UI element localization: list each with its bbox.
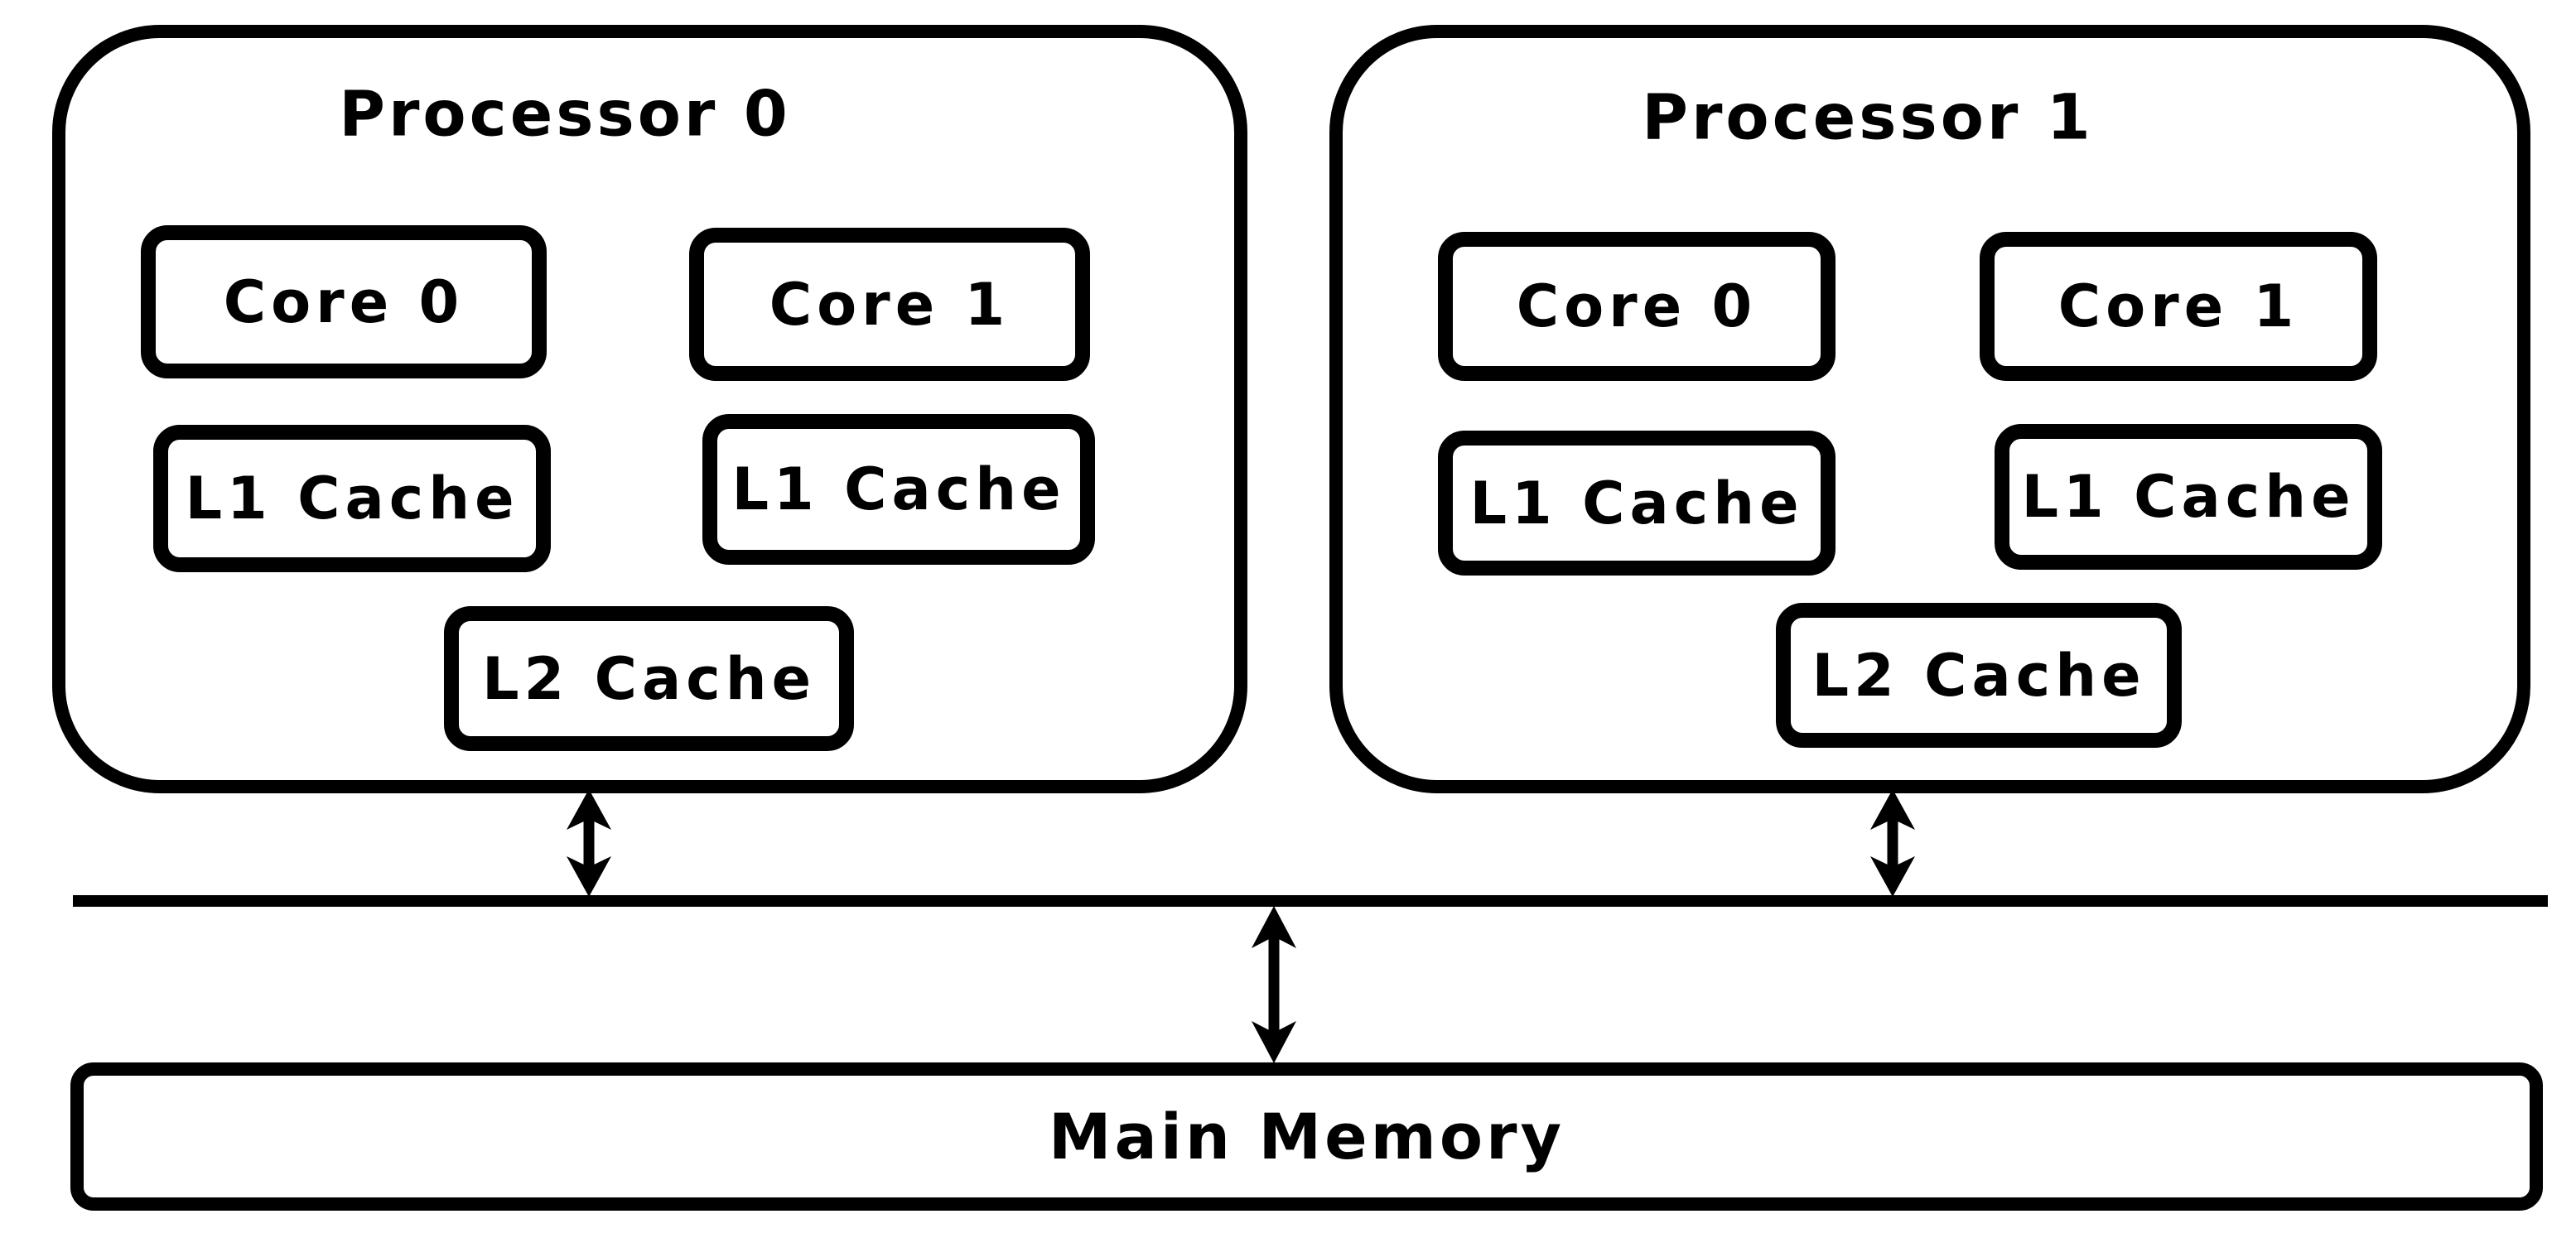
processor-1-core-1-box: Core 1: [1980, 232, 2377, 381]
l1-cache-label: L1 Cache: [1469, 469, 1804, 537]
processor-0-core-1-box: Core 1: [689, 228, 1090, 381]
processor-1-l1-cache-1-box: L1 Cache: [1995, 424, 2382, 570]
l1-cache-label: L1 Cache: [185, 465, 519, 532]
processor-0-l2-cache-box: L2 Cache: [444, 606, 854, 751]
processor-1-l1-cache-0-box: L1 Cache: [1438, 431, 1836, 576]
system-bus-line: [73, 895, 2548, 907]
core-0-label: Core 0: [1516, 272, 1758, 340]
processor-1-box: Processor 1 Core 0 Core 1 L1 Cache L1 Ca…: [1329, 25, 2530, 793]
l2-cache-label: L2 Cache: [1811, 641, 2146, 710]
bidirectional-arrow-icon: [1870, 789, 1915, 897]
core-1-label: Core 1: [769, 270, 1011, 339]
bidirectional-arrow-icon: [1252, 906, 1296, 1063]
core-1-label: Core 1: [2057, 272, 2299, 340]
main-memory-label: Main Memory: [1048, 1100, 1565, 1173]
processor-1-l2-cache-box: L2 Cache: [1776, 603, 2182, 748]
processor-1-title: Processor 1: [1642, 79, 2094, 154]
processor-0-l1-cache-0-box: L1 Cache: [153, 425, 551, 572]
processor-0-title: Processor 0: [339, 76, 791, 151]
bidirectional-arrow-icon: [567, 789, 611, 897]
l1-cache-label: L1 Cache: [2021, 463, 2356, 531]
processor-1-core-0-box: Core 0: [1438, 232, 1836, 381]
l1-cache-label: L1 Cache: [731, 455, 1066, 523]
processor-0-core-0-box: Core 0: [141, 225, 547, 378]
processor-0-l1-cache-1-box: L1 Cache: [702, 414, 1095, 565]
processor-0-box: Processor 0 Core 0 Core 1 L1 Cache L1 Ca…: [52, 25, 1247, 793]
core-0-label: Core 0: [223, 267, 465, 336]
l2-cache-label: L2 Cache: [481, 644, 817, 713]
main-memory-box: Main Memory: [70, 1062, 2543, 1211]
